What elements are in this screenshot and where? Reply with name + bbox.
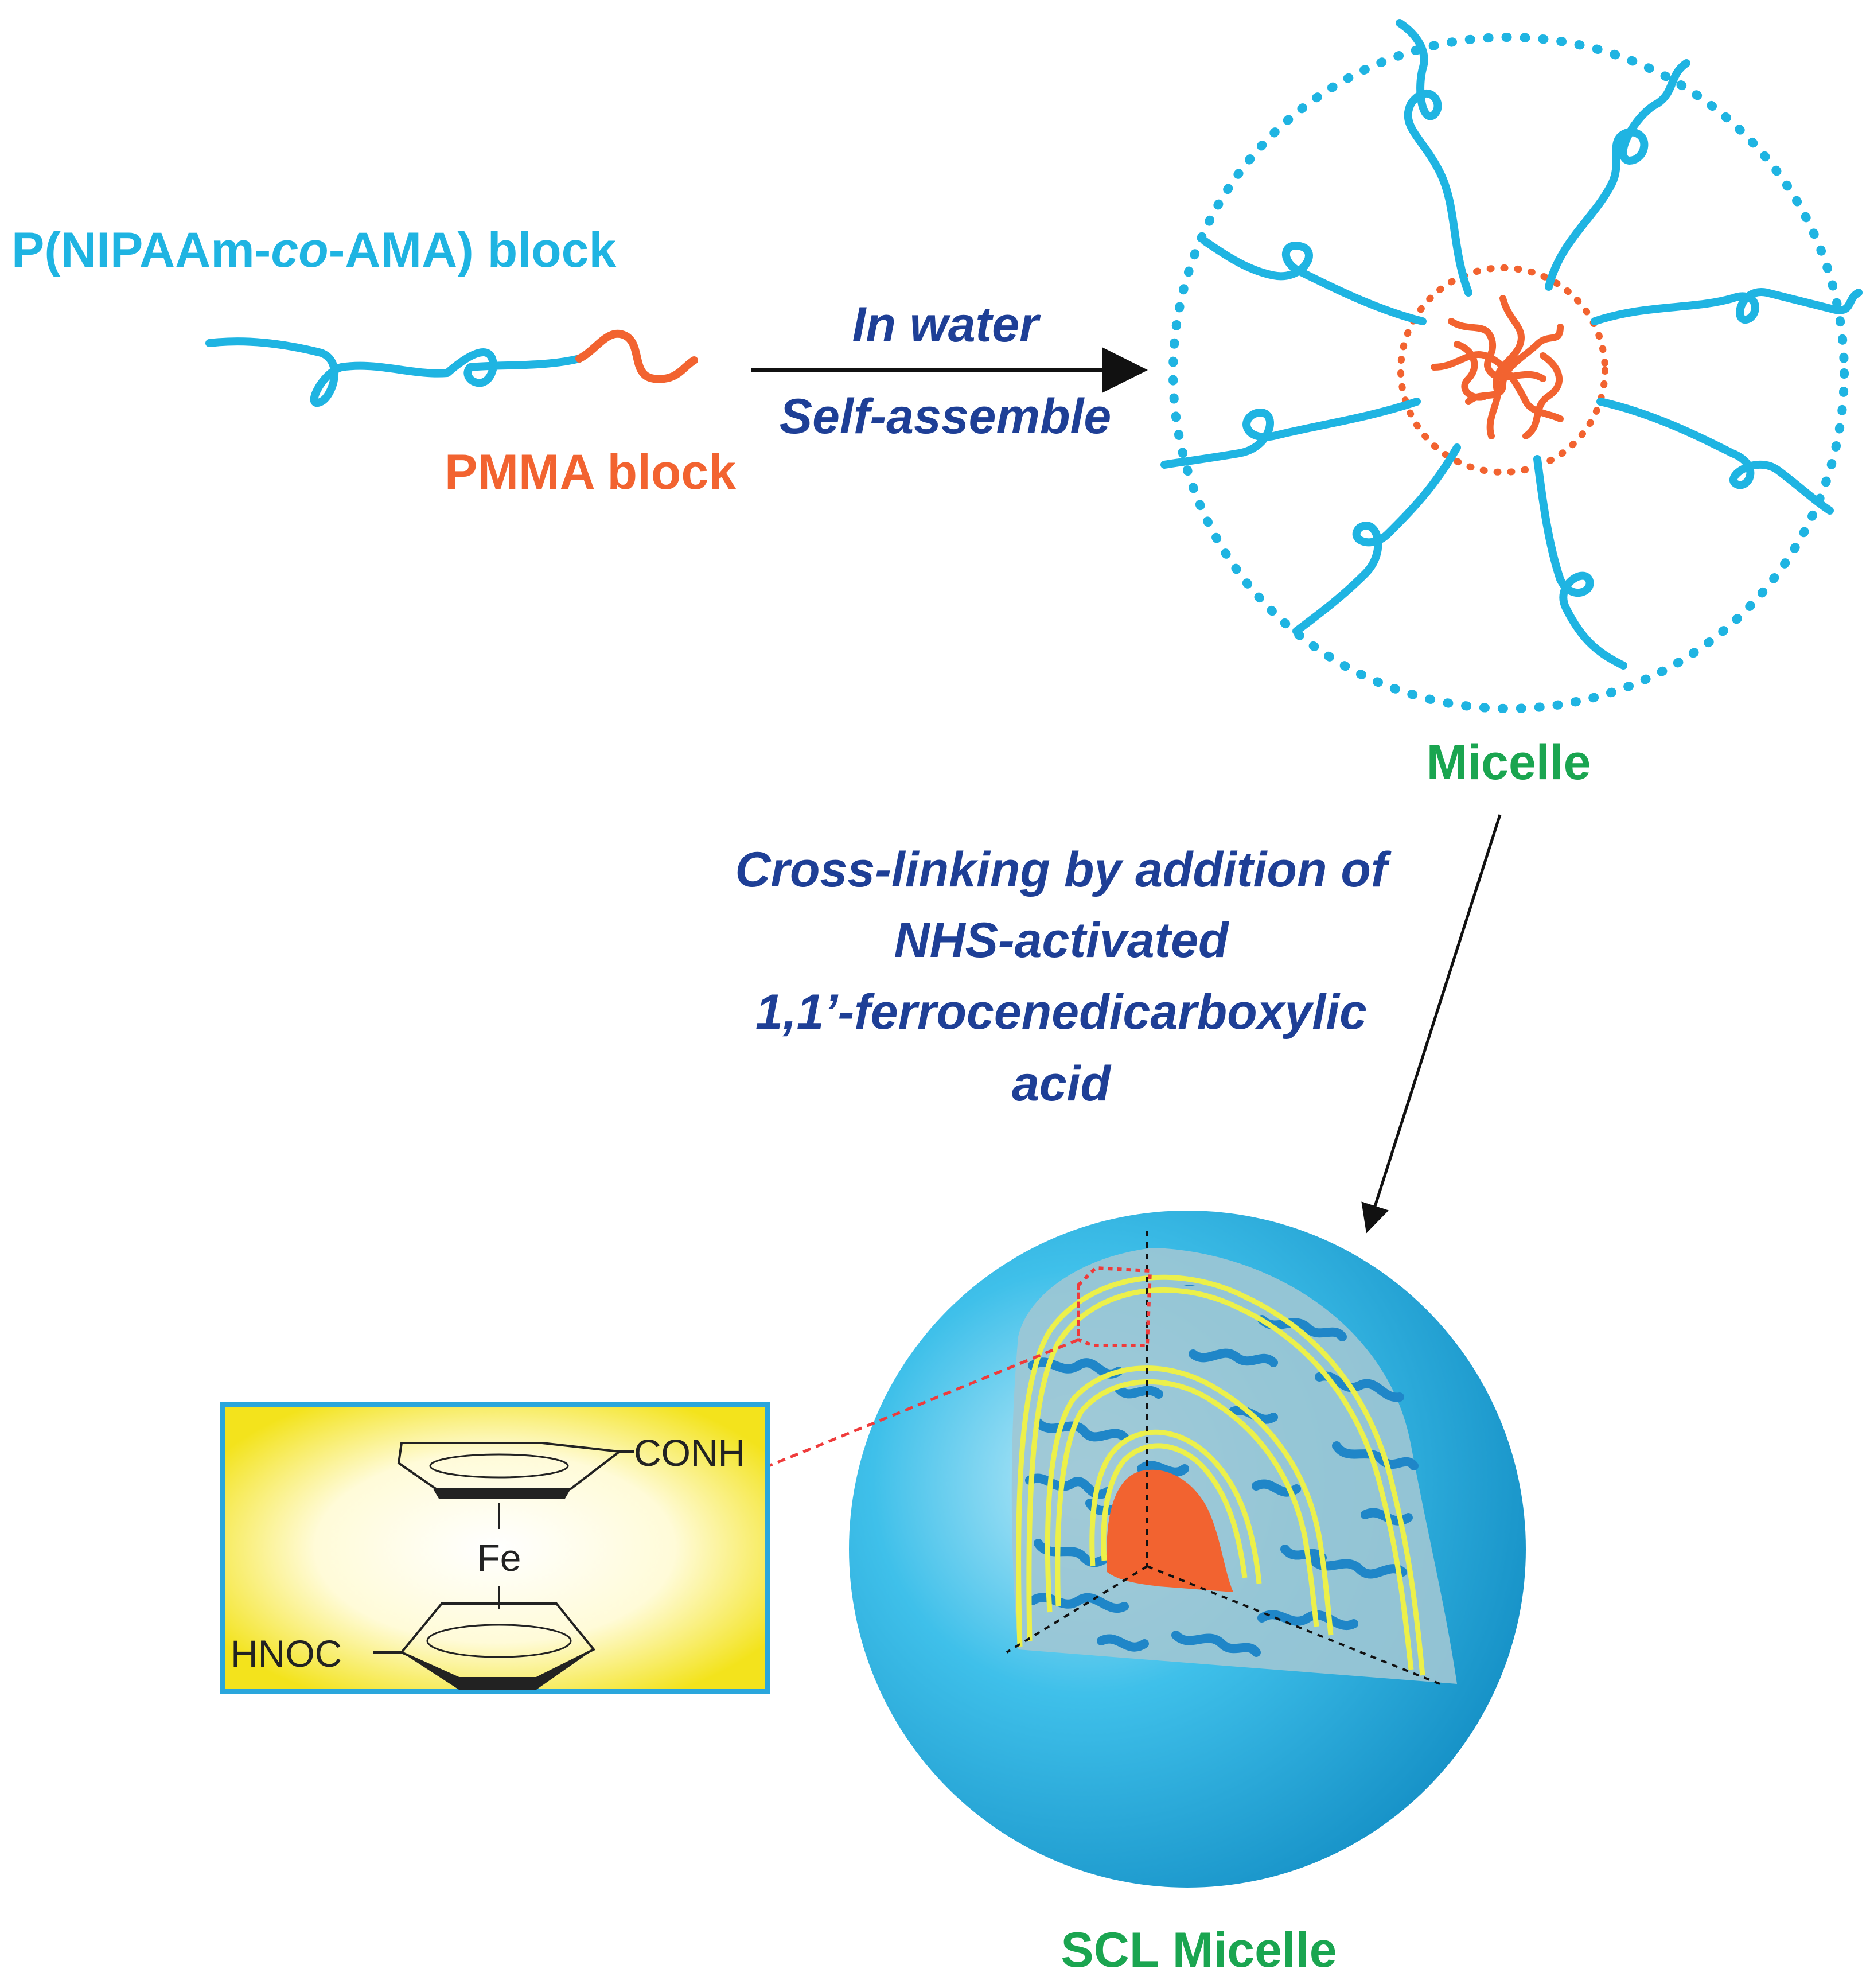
- crosslink-line-4: acid: [1012, 1056, 1112, 1111]
- iron-atom-label: Fe: [477, 1536, 521, 1579]
- micelle-label: Micelle: [1427, 735, 1591, 790]
- ferrocene-box-frame: [220, 1402, 770, 1694]
- bottom-cyclopentadienyl-ring: [373, 1602, 596, 1690]
- micelle-corona-chains: [1160, 19, 1863, 670]
- crosslink-line-3: 1,1’-ferrocenedicarboxylic: [755, 985, 1367, 1040]
- conh-group-label: CONH: [634, 1431, 745, 1474]
- micelle-core-chains: [1431, 295, 1564, 439]
- callout-connector: [768, 1338, 1079, 1468]
- micelle-core-boundary: [1397, 264, 1608, 476]
- self-assemble-label: Self-assemble: [780, 389, 1111, 444]
- pnipaam-block-chain: [205, 337, 583, 407]
- micelle-diagram: [1160, 19, 1863, 713]
- micelle-outer-boundary: [1168, 33, 1849, 713]
- in-water-label: In water: [852, 297, 1042, 352]
- pnipaam-block-label: P(NIPAAm-co-AMA) block: [11, 223, 616, 278]
- top-cyclopentadienyl-ring: [397, 1442, 634, 1499]
- cross-linking-arrow: [1361, 814, 1502, 1234]
- crosslink-line-2: NHS-activated: [894, 913, 1229, 968]
- hnoc-group-label: HNOC: [231, 1632, 342, 1675]
- ferrocene-structure-box: CONH Fe HNOC: [220, 1402, 770, 1694]
- copolymer-chain: [205, 329, 698, 407]
- scl-micelle-label: SCL Micelle: [1061, 1923, 1337, 1978]
- scl-core: [1107, 1469, 1233, 1592]
- cutaway-axes: [1006, 1231, 1440, 1685]
- crosslinked-shell-rings: [1016, 1274, 1425, 1676]
- pmma-block-label: PMMA block: [445, 445, 736, 500]
- pmma-block-chain: [575, 329, 698, 383]
- crosslink-line-1: Cross-linking by addition of: [735, 842, 1391, 897]
- scl-micelle-sphere: [768, 1211, 1526, 1888]
- cross-linking-description: Cross-linking by addition of NHS-activat…: [735, 842, 1391, 1111]
